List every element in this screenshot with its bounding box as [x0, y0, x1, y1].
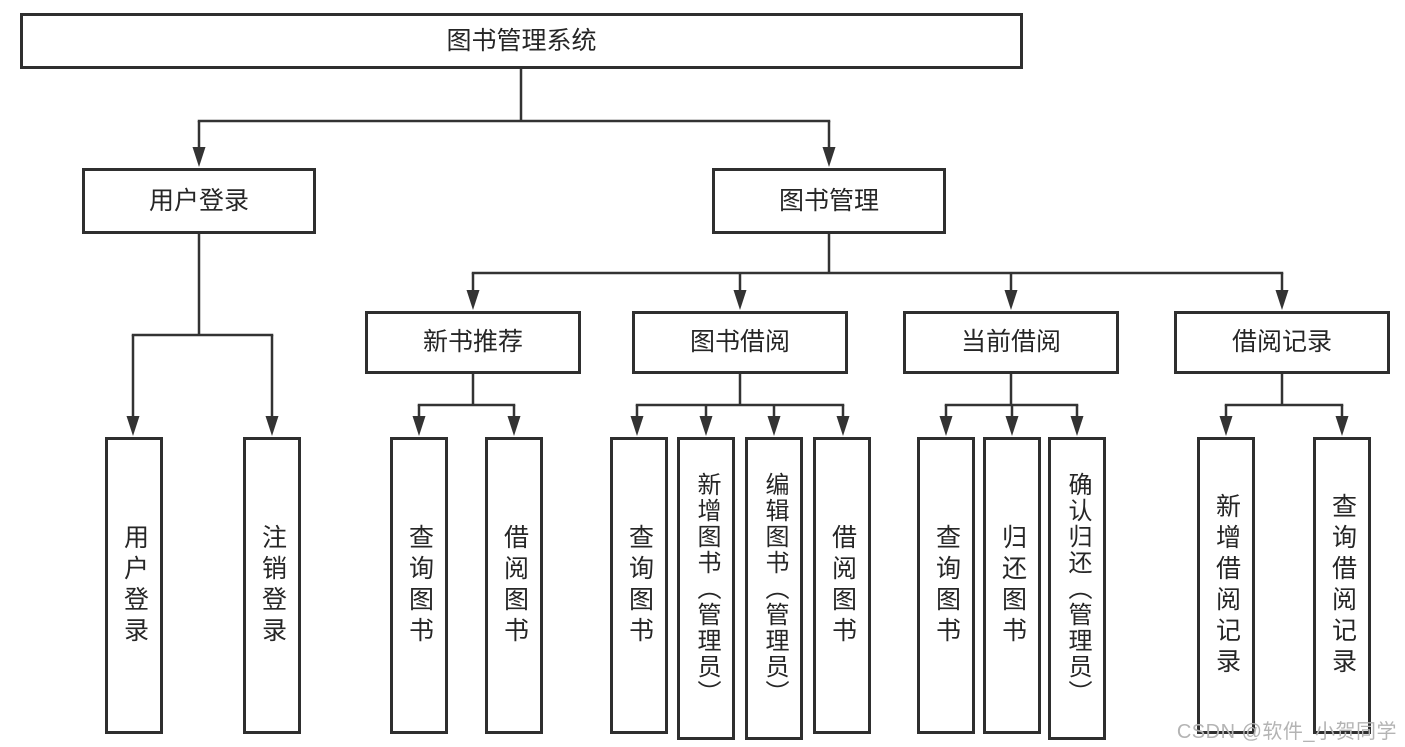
- node-borrow-records: 借阅记录: [1174, 311, 1390, 374]
- node-label: 当前借阅: [960, 328, 1061, 356]
- node-leaf-logout: 注销登录: [243, 437, 301, 734]
- node-label: 注销登录: [258, 523, 287, 648]
- connector-user-login-children: [126, 233, 279, 436]
- node-new-book-recommend: 新书推荐: [365, 311, 581, 374]
- node-label: 借阅图书: [500, 523, 529, 648]
- node-label: 借阅记录: [1231, 328, 1332, 356]
- node-leaf-cb-query-books: 查询图书: [917, 437, 975, 734]
- node-label: 借阅图书: [828, 523, 857, 648]
- node-label: 新书推荐: [422, 328, 523, 356]
- node-current-borrow: 当前借阅: [903, 311, 1119, 374]
- node-leaf-rec-borrow-books: 借阅图书: [485, 437, 543, 734]
- connector-borrow-records-children: [1219, 374, 1349, 436]
- connector-book-borrow-children: [630, 374, 850, 436]
- connector-book-mgmt-children: [466, 233, 1289, 310]
- node-label: 新增图书（管理员）: [693, 471, 720, 706]
- node-library-management-system: 图书管理系统: [20, 13, 1023, 69]
- node-leaf-cb-return-books: 归还图书: [983, 437, 1041, 734]
- node-book-borrow: 图书借阅: [632, 311, 848, 374]
- node-leaf-br-query-record: 查询借阅记录: [1313, 437, 1371, 734]
- node-leaf-bb-add-books-admin: 新增图书（管理员）: [677, 437, 735, 740]
- node-label: 新增借阅记录: [1212, 492, 1241, 679]
- node-leaf-user-login: 用户登录: [105, 437, 163, 734]
- node-label: 查询图书: [625, 523, 654, 648]
- node-leaf-br-add-record: 新增借阅记录: [1197, 437, 1255, 734]
- node-label: 用户登录: [148, 186, 249, 215]
- node-label: 确认归还（管理员）: [1064, 471, 1091, 706]
- node-label: 图书管理系统: [446, 26, 597, 55]
- node-label: 查询借阅记录: [1328, 492, 1357, 679]
- node-label: 编辑图书（管理员）: [761, 471, 788, 706]
- node-book-management: 图书管理: [712, 168, 946, 234]
- node-leaf-bb-edit-books-admin: 编辑图书（管理员）: [745, 437, 803, 740]
- node-leaf-bb-borrow-books: 借阅图书: [813, 437, 871, 734]
- node-label: 归还图书: [998, 523, 1027, 648]
- connector-new-book-rec-children: [412, 374, 521, 436]
- connector-root-to-level2: [192, 68, 836, 167]
- node-leaf-rec-query-books: 查询图书: [390, 437, 448, 734]
- node-user-login: 用户登录: [82, 168, 316, 234]
- node-label: 图书借阅: [689, 328, 790, 356]
- node-label: 查询图书: [405, 523, 434, 648]
- node-leaf-cb-confirm-return-admin: 确认归还（管理员）: [1048, 437, 1106, 740]
- node-label: 图书管理: [778, 186, 879, 215]
- connector-current-borrow-children: [939, 374, 1084, 436]
- node-leaf-bb-query-books: 查询图书: [610, 437, 668, 734]
- node-label: 用户登录: [120, 523, 149, 648]
- watermark: CSDN @软件_小贺同学: [1176, 721, 1397, 743]
- node-label: 查询图书: [932, 523, 961, 648]
